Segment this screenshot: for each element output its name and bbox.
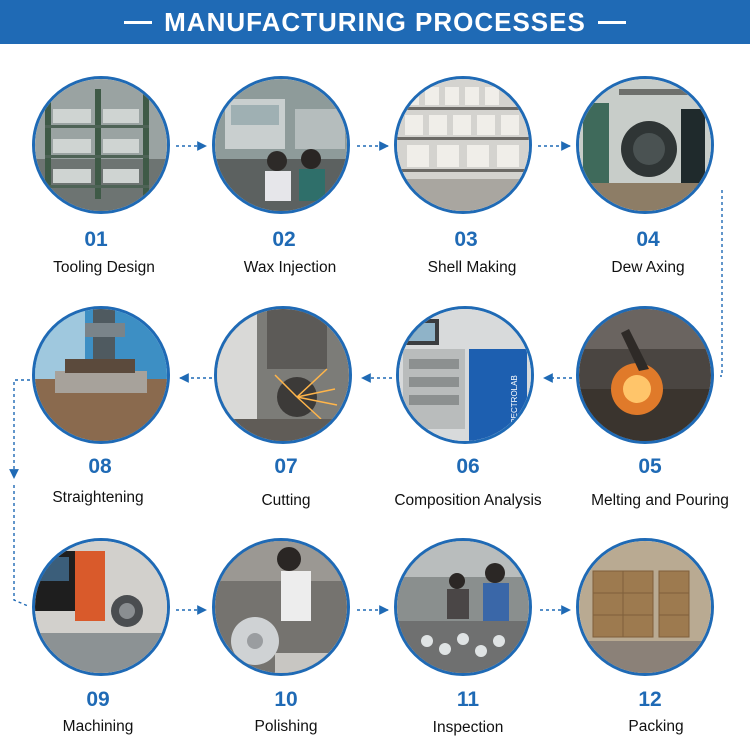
photo-tooling-design [32, 76, 170, 214]
page-title: MANUFACTURING PROCESSES [164, 6, 586, 37]
photo-machining [32, 538, 170, 676]
step-label-09: Machining [62, 718, 134, 735]
step-label-04: Dew Axing [611, 259, 685, 276]
arrow-08-09 [13, 485, 29, 607]
step-label-07: Cutting [261, 492, 311, 509]
photo-melting-and-pouring [576, 306, 714, 444]
step-number-05: 05 [638, 455, 662, 478]
spectrolab-machine-label: SPECTROLAB [510, 375, 519, 429]
banner-rule-left [124, 20, 153, 24]
step-label-11: Inspection [432, 719, 504, 736]
step-label-10: Polishing [254, 718, 318, 735]
photo-polishing [212, 538, 350, 676]
arrow-04-05 [720, 190, 723, 377]
step-number-07: 07 [274, 455, 298, 478]
step-number-08: 08 [88, 455, 112, 478]
title-banner: MANUFACTURING PROCESSES [0, 0, 750, 44]
photo-straightening [32, 306, 170, 444]
step-number-10: 10 [274, 688, 298, 711]
step-label-03: Shell Making [427, 259, 517, 276]
step-number-09: 09 [86, 688, 110, 711]
step-number-11: 11 [456, 688, 480, 711]
step-number-03: 03 [454, 228, 478, 251]
step-label-05: Melting and Pouring [591, 492, 729, 509]
step-label-06: Composition Analysis [394, 492, 542, 509]
arrow-08-turn [9, 379, 30, 479]
photo-dew-axing [576, 76, 714, 214]
photo-packing [576, 538, 714, 676]
step-number-04: 04 [636, 228, 660, 251]
step-number-01: 01 [84, 228, 108, 251]
photo-inspection [394, 538, 532, 676]
step-number-06: 06 [456, 455, 480, 478]
photo-shell-making [394, 76, 532, 214]
step-number-02: 02 [272, 228, 296, 251]
photo-cutting [214, 306, 352, 444]
step-label-08: Straightening [52, 489, 144, 506]
step-number-12: 12 [638, 688, 662, 711]
step-label-02: Wax Injection [243, 259, 337, 276]
banner-rule-right [597, 20, 626, 24]
step-label-01: Tooling Design [53, 259, 155, 276]
photo-composition-analysis: SPECTROLAB [396, 306, 534, 444]
step-label-12: Packing [628, 718, 684, 735]
photo-wax-injection [212, 76, 350, 214]
